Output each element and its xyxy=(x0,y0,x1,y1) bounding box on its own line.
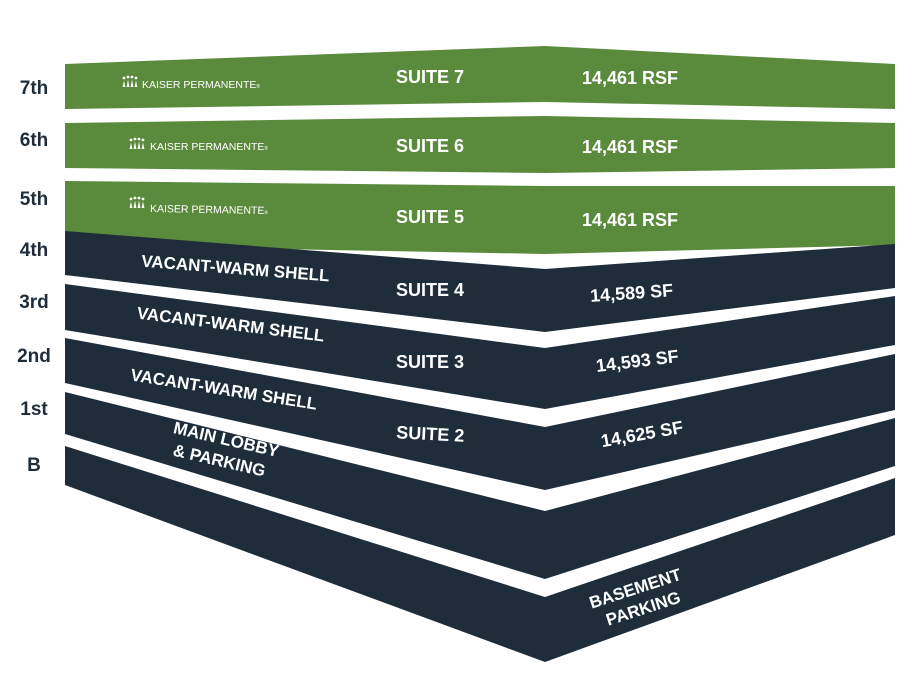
floor-5-plate[interactable] xyxy=(65,181,895,254)
floor-label-5th: 5th xyxy=(20,189,49,210)
area-label-6: 14,461 RSF xyxy=(582,137,678,157)
floor-label-7th: 7th xyxy=(20,78,49,99)
svg-text:KAISER PERMANENTE®: KAISER PERMANENTE® xyxy=(142,79,260,91)
floor-b-plate[interactable] xyxy=(65,446,895,662)
tenant-logo-7: KAISER PERMANENTE® xyxy=(122,75,260,91)
svg-text:KAISER PERMANENTE®: KAISER PERMANENTE® xyxy=(150,141,268,153)
floor-2-plate[interactable] xyxy=(65,338,895,490)
floor-label-2nd: 2nd xyxy=(17,346,51,367)
floor-4-plate[interactable] xyxy=(65,231,895,332)
floor-label-4th: 4th xyxy=(20,240,49,261)
suite-label-3: SUITE 3 xyxy=(396,352,464,372)
floor-label-b: B xyxy=(27,455,41,476)
floor-label-3rd: 3rd xyxy=(19,292,49,313)
suite-label-2: SUITE 2 xyxy=(396,422,465,446)
floor-label-1st: 1st xyxy=(20,399,48,420)
suite-label-4: SUITE 4 xyxy=(396,280,464,300)
floor-7-plate[interactable] xyxy=(65,46,895,109)
tenant-logo-5: KAISER PERMANENTE® xyxy=(129,196,269,217)
tenant-logo-6: KAISER PERMANENTE® xyxy=(129,137,268,153)
area-label-7: 14,461 RSF xyxy=(582,68,678,88)
svg-text:KAISER PERMANENTE®: KAISER PERMANENTE® xyxy=(150,203,269,217)
floor-1-plate[interactable] xyxy=(65,392,895,579)
suite-label-7: SUITE 7 xyxy=(396,67,464,87)
floor-label-6th: 6th xyxy=(20,130,49,151)
suite-label-5: SUITE 5 xyxy=(396,207,464,227)
suite-label-6: SUITE 6 xyxy=(396,136,464,156)
floor-6-plate[interactable] xyxy=(65,116,895,173)
floor-3-plate[interactable] xyxy=(65,284,895,409)
area-label-5: 14,461 RSF xyxy=(582,210,678,230)
